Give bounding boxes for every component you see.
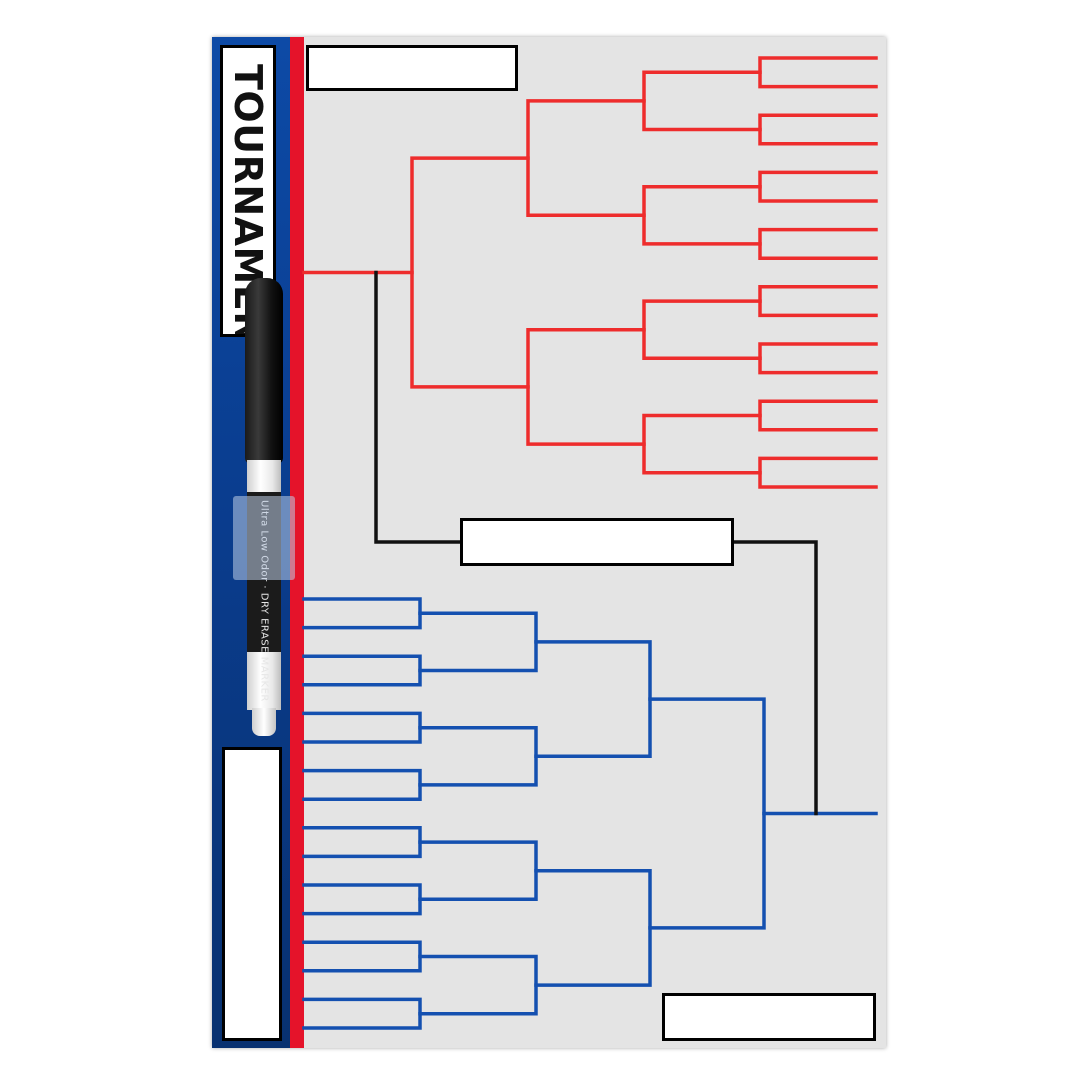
marker-cap <box>245 278 283 464</box>
red-side-strip <box>290 37 304 1048</box>
bottom-match-line-21 <box>302 883 422 916</box>
marker-end <box>252 708 276 736</box>
bottom-match-line-19 <box>302 768 422 801</box>
dry-erase-marker-icon[interactable]: Ultra Low Odor · DRY ERASE MARKER <box>233 278 295 736</box>
bottom-match-line-26 <box>418 840 538 902</box>
bottom-match-line-16 <box>302 597 422 630</box>
top-match-line-12 <box>526 99 646 218</box>
top-match-line-3 <box>758 227 878 260</box>
top-match-line-11 <box>642 413 762 475</box>
top-match-line-8 <box>642 70 762 132</box>
top-match-line-14 <box>410 156 530 389</box>
whiteboard: TOURNAMENT <box>212 37 886 1048</box>
top-match-line-0 <box>758 56 878 89</box>
footer-box[interactable] <box>662 993 876 1041</box>
bottom-match-line-18 <box>302 711 422 744</box>
top-match-line-1 <box>758 113 878 146</box>
top-match-line-5 <box>758 342 878 375</box>
final-connector-bottom-33 <box>730 540 818 816</box>
champion-box[interactable] <box>460 518 734 566</box>
marker-clip <box>233 496 295 580</box>
top-match-line-10 <box>642 299 762 361</box>
top-match-line-9 <box>642 184 762 246</box>
bottom-match-line-28 <box>534 640 652 759</box>
bottom-match-line-20 <box>302 826 422 859</box>
bottom-match-line-25 <box>418 725 538 787</box>
bottom-match-line-22 <box>302 940 422 973</box>
bottom-match-line-17 <box>302 654 422 687</box>
top-match-line-7 <box>758 456 878 489</box>
bottom-match-line-29 <box>534 868 652 987</box>
final-connector-top-32 <box>374 270 464 544</box>
top-match-line-6 <box>758 399 878 432</box>
header-name-box[interactable] <box>306 45 518 91</box>
bottom-match-line-23 <box>302 997 422 1030</box>
top-match-line-13 <box>526 327 646 446</box>
top-match-line-4 <box>758 285 878 318</box>
bracket-lines <box>302 56 878 1030</box>
top-match-line-2 <box>758 170 878 203</box>
bottom-match-line-27 <box>418 954 538 1016</box>
bottom-match-line-30 <box>648 697 766 930</box>
side-write-box[interactable] <box>222 747 282 1041</box>
bottom-match-line-24 <box>418 611 538 673</box>
